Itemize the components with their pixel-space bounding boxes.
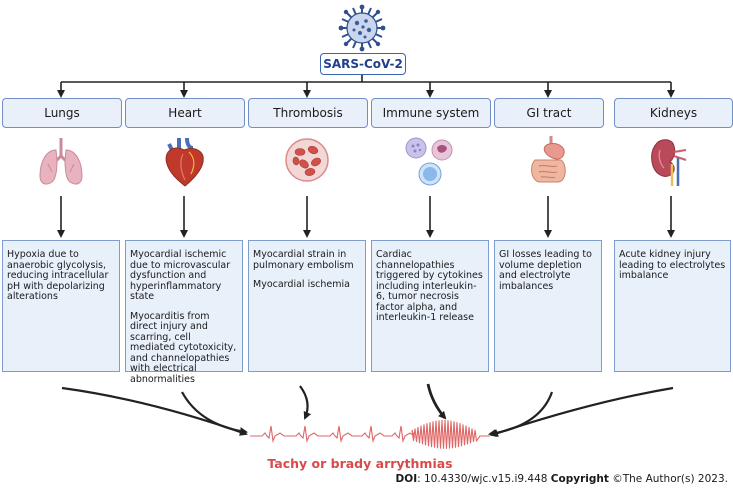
description-kidneys: Acute kidney injury leading to electroly… xyxy=(614,240,731,372)
gi-tract-icon xyxy=(531,136,566,183)
blood-clot-icon xyxy=(285,138,329,182)
description-text: Myocarditis from direct injury and scarr… xyxy=(130,310,237,385)
immune-cells-icon xyxy=(405,137,453,186)
description-text: Acute kidney injury leading to electroly… xyxy=(619,249,726,281)
category-lungs: Lungs xyxy=(2,98,122,128)
citation-footer: DOI: 10.4330/wjc.v15.i9.448 Copyright ©T… xyxy=(396,473,728,485)
description-text: GI losses leading to volume depletion an… xyxy=(499,249,592,292)
lungs-icon xyxy=(39,138,83,185)
description-gi-tract: GI losses leading to volume depletion an… xyxy=(494,240,602,372)
description-text: Myocardial ischemia xyxy=(253,279,350,290)
kidney-icon xyxy=(651,139,687,186)
curve-arrow-thrombosis xyxy=(299,385,312,420)
doi-value: : 10.4330/wjc.v15.i9.448 xyxy=(417,473,551,485)
copyright-value: ©The Author(s) 2023. xyxy=(608,473,728,485)
curve-arrow-gi xyxy=(488,391,554,437)
category-heart: Heart xyxy=(125,98,245,128)
description-text: Myocardial strain in pulmonary embolism xyxy=(253,249,354,271)
description-text: Hypoxia due to anaerobic glycolysis, red… xyxy=(7,249,109,302)
description-thrombosis: Myocardial strain in pulmonary embolism … xyxy=(248,240,366,372)
description-text: Cardiac channelopathies triggered by cyt… xyxy=(376,249,483,323)
curve-arrow-immune xyxy=(426,383,447,420)
category-gi-tract: GI tract xyxy=(494,98,604,128)
category-immune-system: Immune system xyxy=(371,98,491,128)
heart-icon xyxy=(165,137,204,187)
copyright-label: Copyright xyxy=(550,473,609,485)
ecg-trace xyxy=(250,419,490,449)
category-kidneys: Kidneys xyxy=(614,98,733,128)
root-node: SARS-CoV-2 xyxy=(320,53,406,75)
description-lungs: Hypoxia due to anaerobic glycolysis, red… xyxy=(2,240,120,372)
curve-arrow-kidneys xyxy=(490,386,674,437)
curve-arrow-lungs xyxy=(61,386,248,436)
doi-label: DOI xyxy=(395,473,418,485)
category-thrombosis: Thrombosis xyxy=(248,98,368,128)
curve-arrow-heart xyxy=(181,391,248,436)
description-heart: Myocardial ischemic due to microvascular… xyxy=(125,240,243,384)
outcome-label: Tachy or brady arrythmias xyxy=(267,456,453,471)
description-text: Myocardial ischemic due to microvascular… xyxy=(130,249,231,302)
description-immune-system: Cardiac channelopathies triggered by cyt… xyxy=(371,240,489,372)
virus-icon xyxy=(338,4,386,52)
